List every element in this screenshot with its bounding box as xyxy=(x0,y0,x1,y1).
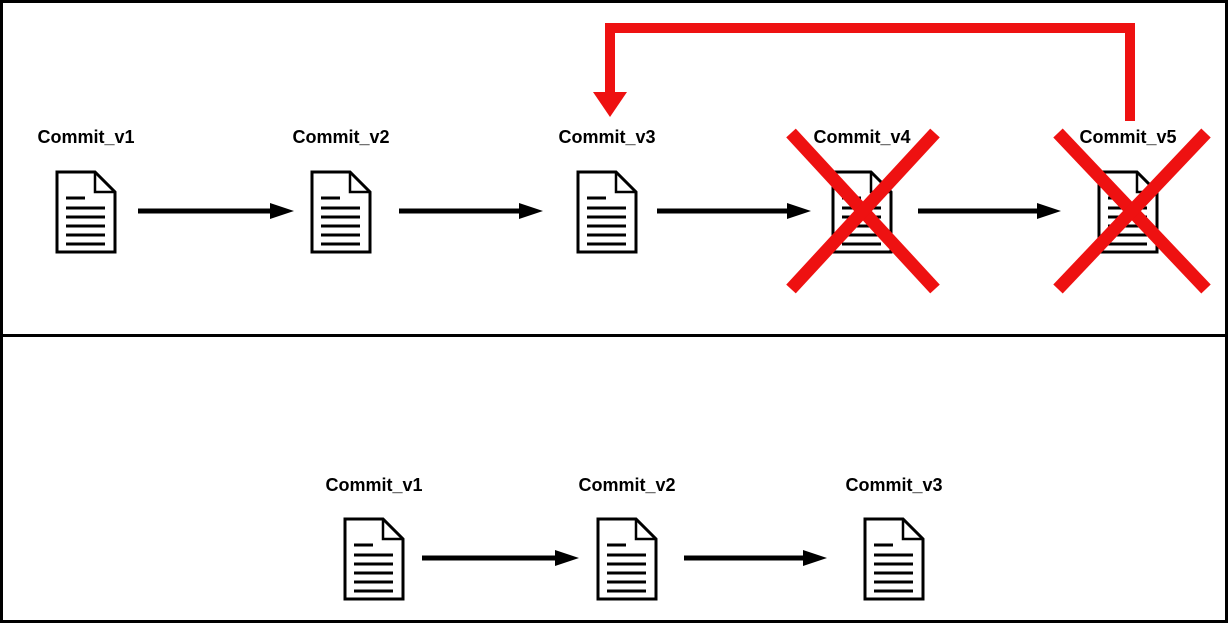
document-icon xyxy=(55,170,117,254)
flow-arrow xyxy=(918,203,1061,219)
document-icon xyxy=(863,517,925,601)
commit-node-after-v2: Commit_v2 xyxy=(547,474,707,601)
flow-arrow xyxy=(422,550,579,566)
commit-node-after-v1: Commit_v1 xyxy=(294,474,454,601)
flow-arrow xyxy=(684,550,827,566)
commit-node-after-v3: Commit_v3 xyxy=(814,474,974,601)
commit-node-before-v1: Commit_v1 xyxy=(6,126,166,254)
flow-arrow xyxy=(138,203,294,219)
commit-label: Commit_v4 xyxy=(813,127,911,147)
commit-label: Commit_v2 xyxy=(578,475,676,495)
commit-label: Commit_v2 xyxy=(292,127,390,147)
commit-label: Commit_v1 xyxy=(37,127,135,147)
commit-label: Commit_v3 xyxy=(558,127,656,147)
panel-before-reset: Commit_v1 Commit_v2 xyxy=(3,3,1225,334)
deleted-cross-icon xyxy=(786,128,940,294)
commit-label: Commit_v1 xyxy=(325,475,423,495)
flow-arrow xyxy=(657,203,811,219)
commit-node-before-v3: Commit_v3 xyxy=(527,126,687,254)
flow-arrow xyxy=(399,203,543,219)
reset-arrow-icon xyxy=(593,23,1135,121)
commit-node-before-v2: Commit_v2 xyxy=(261,126,421,254)
panel-divider xyxy=(3,334,1225,337)
deleted-cross-icon xyxy=(1053,128,1211,294)
document-icon xyxy=(310,170,372,254)
document-icon xyxy=(576,170,638,254)
document-icon xyxy=(343,517,405,601)
commit-label: Commit_v5 xyxy=(1079,127,1177,147)
document-icon xyxy=(596,517,658,601)
panel-after-reset: Commit_v1 Commit_v2 xyxy=(3,337,1225,620)
commit-label: Commit_v3 xyxy=(845,475,943,495)
